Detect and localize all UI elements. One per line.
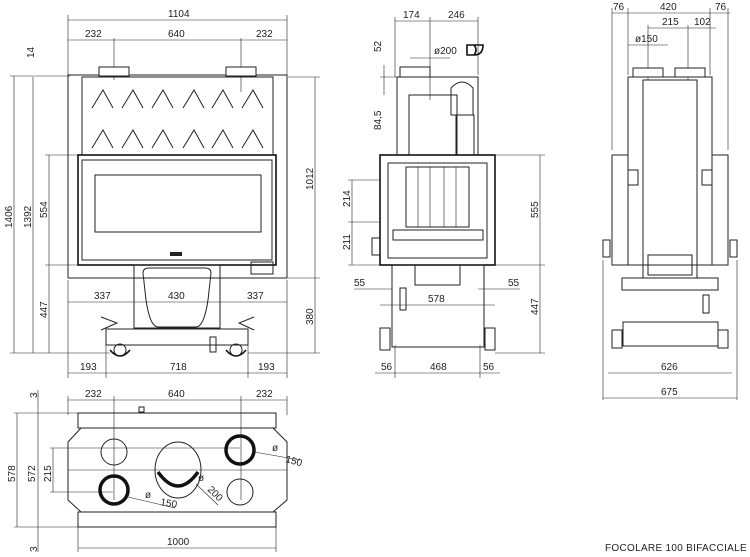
dim-150-right: 150	[284, 454, 303, 469]
dim-246: 246	[448, 10, 465, 21]
dim-84-5: 84,5	[373, 110, 384, 130]
diam-symbol: ø	[272, 443, 278, 454]
dim-1406: 1406	[4, 205, 15, 228]
dim-200: 200	[205, 484, 225, 504]
dim-232-right: 232	[256, 389, 273, 400]
dim-56-left: 56	[381, 362, 393, 373]
dim-232-left: 232	[85, 29, 102, 40]
dim-1392: 1392	[23, 205, 34, 228]
dim-193-left: 193	[80, 362, 97, 373]
dim-420: 420	[660, 2, 677, 13]
dim-578: 578	[7, 465, 18, 482]
dim-232-right: 232	[256, 29, 273, 40]
diam-symbol: ø	[198, 473, 204, 484]
dim-56-right: 56	[483, 362, 495, 373]
drawing-title: FOCOLARE 100 BIFACCIALE	[605, 543, 747, 554]
dim-626: 626	[661, 362, 678, 373]
dim-640: 640	[168, 29, 185, 40]
dim-193-right: 193	[258, 362, 275, 373]
dim-232-left: 232	[85, 389, 102, 400]
dim-380: 380	[305, 308, 316, 325]
flue-symbol-icon	[466, 44, 484, 56]
dim-337-right: 337	[247, 291, 264, 302]
dim-diameter-150: ø150	[635, 34, 658, 45]
dim-102: 102	[694, 17, 711, 28]
dim-447: 447	[39, 301, 50, 318]
dim-211: 211	[342, 234, 353, 250]
dim-55-left: 55	[354, 278, 366, 289]
dim-diameter-200: ø200	[434, 46, 457, 57]
dim-675: 675	[661, 387, 678, 398]
dim-1104: 1104	[168, 9, 190, 20]
dim-52: 52	[373, 40, 384, 52]
dim-640: 640	[168, 389, 185, 400]
dim-3-bottom: 3	[29, 546, 40, 552]
flue-hole-center	[154, 441, 202, 499]
top-view: 232 640 232 3 3 578 572 215 ø 150 ø 150 …	[7, 389, 304, 552]
dim-555: 555	[530, 201, 541, 218]
dim-430: 430	[168, 291, 185, 302]
flue-hole-bottom-right	[226, 478, 254, 506]
chevron-pattern	[91, 89, 264, 149]
dim-1012: 1012	[305, 167, 316, 190]
diam-symbol: ø	[145, 490, 151, 501]
dim-55-right: 55	[508, 278, 520, 289]
side-view: 174 246 ø200 52 84,5 214 211 55	[342, 10, 545, 378]
dim-14: 14	[26, 46, 37, 58]
dim-174: 174	[403, 10, 420, 21]
dim-76-left: 76	[613, 2, 625, 13]
dim-468: 468	[430, 362, 447, 373]
flue-hole-top-right	[224, 434, 256, 466]
flue-hole-top-left	[100, 438, 128, 466]
dim-76-right: 76	[715, 2, 727, 13]
dim-3-top: 3	[29, 392, 40, 398]
dim-578: 578	[428, 294, 445, 305]
flue-hole-bottom-left	[98, 474, 130, 506]
dim-554: 554	[39, 201, 50, 218]
back-view: 76 420 76 215 102 ø150 626 675	[602, 2, 738, 400]
front-view: 1104 232 640 232 14 1406 1392 554 447 10…	[4, 9, 320, 378]
dim-215: 215	[662, 17, 679, 28]
dim-150-left: 150	[159, 497, 178, 511]
dim-572: 572	[27, 465, 38, 482]
dim-214: 214	[342, 190, 353, 207]
door-glass	[94, 174, 262, 233]
dim-1000: 1000	[167, 537, 190, 548]
dim-718: 718	[170, 362, 187, 373]
dim-337-left: 337	[94, 291, 111, 302]
dim-215: 215	[43, 465, 54, 482]
dim-447: 447	[530, 298, 541, 315]
